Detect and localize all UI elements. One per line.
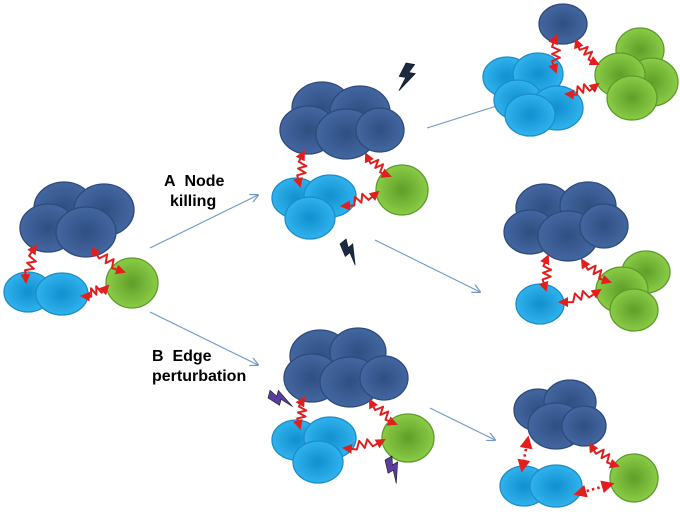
edge-arrow xyxy=(580,258,612,285)
dark-blue-cell xyxy=(359,355,409,401)
lightning-bolt-icon xyxy=(339,238,356,266)
perturbed-edge-arrow xyxy=(517,435,533,473)
dark-blue-cell xyxy=(55,206,117,258)
green-cell xyxy=(609,453,659,503)
green-cell xyxy=(375,164,429,216)
label-b-letter: B xyxy=(152,348,164,365)
light-blue-cell xyxy=(504,93,556,137)
light-blue-cell xyxy=(292,440,344,484)
light-blue-cell xyxy=(35,272,89,316)
dark-blue-cell xyxy=(579,203,629,249)
edge-arrow xyxy=(364,152,392,178)
light-blue-cell xyxy=(515,283,565,325)
label-b-line1: Edge xyxy=(172,348,212,365)
green-cell xyxy=(606,75,658,121)
lightning-bolt-icon xyxy=(267,389,293,407)
edge-arrow xyxy=(574,38,600,66)
lightning-bolt-icon xyxy=(398,62,416,92)
perturbed-edge-arrow xyxy=(573,480,615,498)
lightning-bolt-icon xyxy=(384,455,398,484)
dark-blue-cell xyxy=(561,405,607,447)
flow-arrow xyxy=(374,239,480,292)
clusters xyxy=(3,3,679,508)
label-node-killing: A Node killing xyxy=(164,172,224,212)
flow-arrow xyxy=(149,311,258,365)
flow-arrow xyxy=(149,195,258,249)
light-blue-cell xyxy=(284,196,336,240)
flow-arrows xyxy=(149,98,522,440)
green-cell xyxy=(105,257,159,309)
edge-arrow xyxy=(369,398,398,426)
dark-blue-cell xyxy=(355,107,405,153)
label-edge-perturbation: B Edge perturbation xyxy=(152,347,246,387)
edge-arrow xyxy=(292,396,308,430)
label-a-line1: Node xyxy=(184,173,225,190)
edge-arrow xyxy=(558,288,602,308)
edge-arrow xyxy=(340,190,380,211)
light-blue-cell xyxy=(529,464,583,508)
edge-arrow xyxy=(342,438,386,454)
flow-arrow xyxy=(429,407,495,440)
edge-arrow xyxy=(293,150,308,188)
label-a-letter: A xyxy=(164,173,176,190)
edge-arrow xyxy=(80,284,110,302)
dark-blue-cell xyxy=(538,3,588,45)
edge-arrow xyxy=(20,244,38,284)
label-a-line2: killing xyxy=(170,193,217,210)
edge-arrow xyxy=(90,246,126,275)
interaction-edges xyxy=(20,34,620,498)
green-cell xyxy=(381,413,435,463)
green-cell xyxy=(609,288,659,332)
perturbation-bolts xyxy=(267,62,416,484)
edge-arrow xyxy=(564,82,600,100)
edge-arrow xyxy=(538,254,553,292)
edge-arrow xyxy=(548,34,561,74)
label-b-line2: perturbation xyxy=(152,368,247,385)
edge-arrow xyxy=(588,442,620,469)
